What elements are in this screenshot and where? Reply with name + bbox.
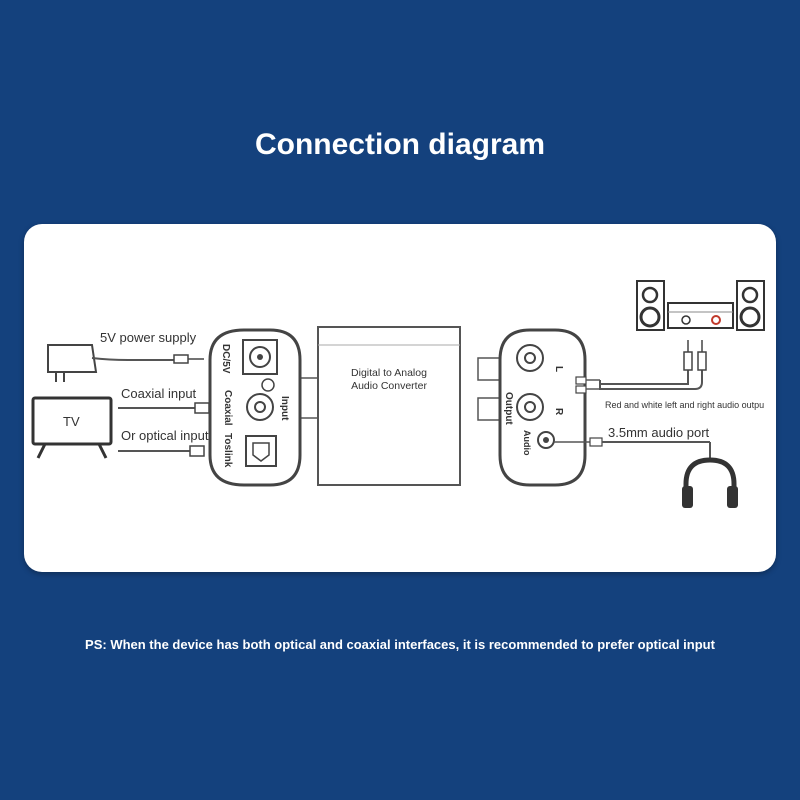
left-channel-label: L bbox=[553, 366, 564, 372]
converter-label-line2: Audio Converter bbox=[351, 380, 427, 392]
optical-input-label: Or optical input bbox=[121, 428, 209, 443]
power-supply-label: 5V power supply bbox=[100, 330, 197, 345]
jack-output-label: 3.5mm audio port bbox=[608, 425, 710, 440]
rca-cable bbox=[575, 340, 707, 394]
tv-icon bbox=[31, 396, 113, 459]
coaxial-input-label: Coaxial input bbox=[121, 386, 197, 401]
toslink-label: Toslink bbox=[222, 433, 233, 468]
coaxial-port-label: Coaxial bbox=[222, 390, 233, 426]
output-panel bbox=[498, 328, 587, 487]
coaxial-cable bbox=[118, 402, 210, 414]
input-label: Input bbox=[279, 396, 290, 421]
optical-cable bbox=[118, 445, 205, 457]
speaker-left-icon bbox=[636, 280, 665, 331]
converter-body bbox=[299, 326, 501, 486]
speaker-right-icon bbox=[736, 280, 765, 331]
tv-label: TV bbox=[63, 414, 80, 429]
output-label: Output bbox=[503, 392, 514, 425]
converter-label-line1: Digital to Analog bbox=[351, 367, 427, 379]
headphone-cable bbox=[554, 437, 711, 460]
dc-label: DC/5V bbox=[220, 344, 231, 374]
page-title: Connection diagram bbox=[254, 128, 546, 161]
audio-label: Audio bbox=[522, 430, 532, 456]
headphones-icon bbox=[682, 457, 738, 508]
recommendation-note: PS: When the device has both optical and… bbox=[85, 637, 715, 652]
right-channel-label: R bbox=[553, 408, 564, 416]
amplifier-icon bbox=[667, 302, 734, 329]
power-adapter-icon bbox=[47, 344, 204, 382]
rca-output-label: Red and white left and right audio outpu bbox=[605, 400, 764, 410]
input-panel bbox=[208, 328, 302, 487]
